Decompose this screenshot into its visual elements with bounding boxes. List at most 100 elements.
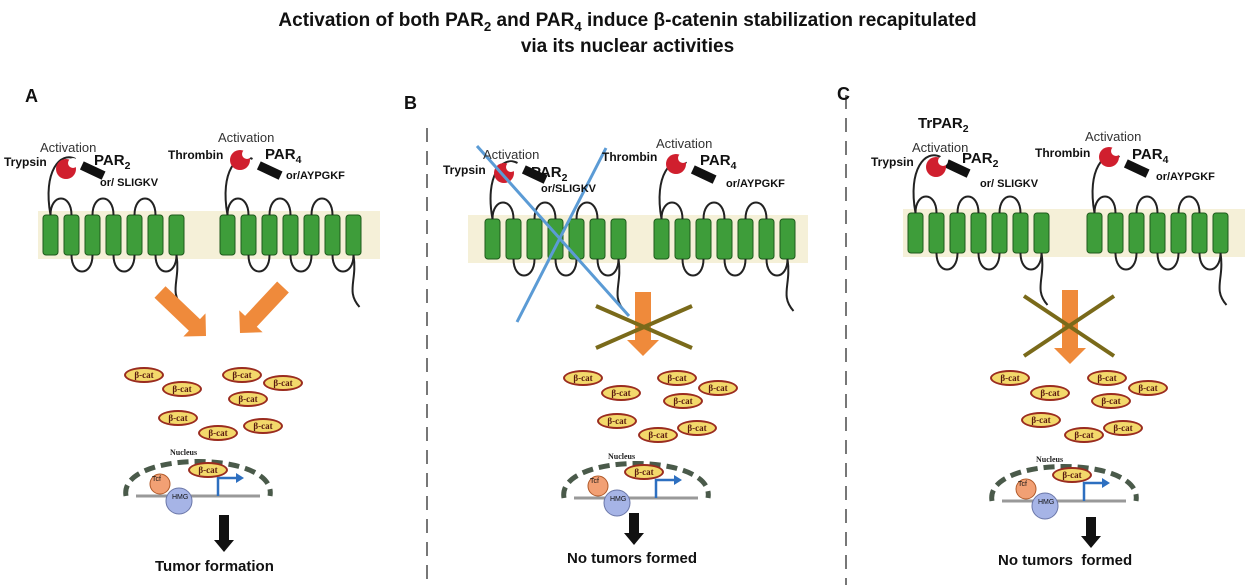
hmg-label: HMG [1038,499,1055,506]
tcf-label: Tcf [152,476,161,483]
nucleus-a-envelope [123,459,273,497]
nucleus-b-transcription-arrow [654,478,674,498]
par4-receptor-c-terminus [1218,252,1228,306]
trypsin-protease-icon-notch [938,156,948,166]
par2-receptor-n-terminus [912,154,941,214]
par2-receptor-helix [970,212,987,254]
par2-receptor-helix [589,218,606,260]
nucleus-c-hmg-domain [1031,492,1059,520]
panel-label: A [25,86,38,106]
par2-peptide-label: or/ SLIGKV [100,177,159,189]
par2-label-subscript: 2 [124,160,131,172]
par2-label-text: PAR [962,150,993,167]
nucleus-a-transcription-arrow [216,476,236,496]
nucleus-a-tcf [149,473,171,495]
par2-receptor-loops [49,197,178,273]
par2-receptor-tethered-ligand [79,161,106,180]
beta-catenin: β-cat [677,420,717,436]
beta-catenin: β-cat [597,413,637,429]
par4-receptor-loops [226,197,355,273]
nucleus-label: Nucleus [1036,455,1064,464]
beta-catenin: β-cat [124,367,164,383]
par4-receptor-helix [716,218,733,260]
par2-receptor-helix [126,214,143,256]
beta-catenin: β-cat [243,418,283,434]
par4-receptor-c-terminus [351,254,361,308]
par4-receptor-helix [779,218,796,260]
trypsin-label: Trypsin [871,155,914,169]
par4-receptor-helix [1212,212,1229,254]
hmg-label: HMG [172,494,189,501]
figure-title-line1: Activation of both PAR2 and PAR4 induce … [278,10,977,34]
beta-catenin: β-cat [1128,380,1168,396]
beta-catenin: β-cat [1087,370,1127,386]
nucleus-c-envelope [989,464,1139,502]
tcf-label: Tcf [1018,481,1027,488]
activation-label: Activation [912,140,969,155]
par2-receptor-helix [105,214,122,256]
par2-receptor-c-terminus [1039,252,1049,306]
beta-catenin: β-cat [1091,393,1131,409]
par2-receptor-helix [84,214,101,256]
beta-catenin: β-cat [698,380,738,396]
par4-label-subscript: 4 [295,154,302,166]
par4-receptor-tethered-ligand [690,165,717,184]
par2-receptor-helix [484,218,501,260]
par2-receptor-helix [42,214,59,256]
par4-receptor-c-terminus [785,258,795,312]
par4-receptor-tethered-ligand [256,161,283,180]
beta-catenin: β-cat [990,370,1030,386]
par4-label-text: PAR [1132,146,1163,163]
par4-receptor-helix [240,214,257,256]
par4-receptor-helix [324,214,341,256]
par4-receptor-tethered-ligand [1123,159,1150,178]
beta-catenin: β-cat [162,381,202,397]
par4-receptor-helix [737,218,754,260]
par4-label-subscript: 4 [1162,154,1169,166]
trypsin-protease-icon-notch [506,162,516,172]
inhibition-cross-line [515,147,608,323]
outcome-label: No tumors formed [998,552,1133,569]
figure-title-line2: via its nuclear activities [520,36,735,57]
par4-peptide-label: or/AYPGKF [286,170,345,182]
activation-arrow-down [627,292,659,356]
inhibition-cross-line [475,145,631,317]
par2-receptor-helix [610,218,627,260]
par4-receptor-helix [1191,212,1208,254]
trypsin-label: Trypsin [4,155,47,169]
beta-catenin: β-cat [222,367,262,383]
activation-label: Activation [40,140,97,155]
par2-label-text: PAR [531,164,562,181]
panel-label: B [404,93,417,113]
par4-receptor-helix [345,214,362,256]
par2-receptor-helix [907,212,924,254]
beta-catenin: β-cat [263,375,303,391]
thrombin-label: Thrombin [602,150,658,164]
par2-receptor-helix [949,212,966,254]
activation-arrow-right [239,281,289,334]
par4-label: PAR4 [1132,146,1168,166]
nucleus-b-tcf [587,475,609,497]
nucleus-c-tcf [1015,478,1037,500]
tcf-label: Tcf [590,478,599,485]
nucleus-b-transcription-arrowhead [674,475,682,485]
trpar2-subscript: 2 [962,123,969,135]
par4-receptor-helix [303,214,320,256]
nucleus-a-transcription-arrowhead [236,473,244,483]
par4-label: PAR4 [700,152,736,172]
beta-catenin: β-cat [638,427,678,443]
thrombin-label: Thrombin [1035,146,1091,160]
beta-catenin: β-cat [158,410,198,426]
blocked-cross-line [595,304,693,350]
par2-receptor-helix [1012,212,1029,254]
par4-receptor-helix [1128,212,1145,254]
par4-label-text: PAR [265,146,296,163]
beta-catenin: β-cat [663,393,703,409]
thrombin-label: Thrombin [168,148,224,162]
beta-catenin: β-cat [657,370,697,386]
par4-peptide-label: or/AYPGKF [726,178,785,190]
beta-catenin: β-cat [601,385,641,401]
par2-receptor-helix [63,214,80,256]
beta-catenin: β-cat [1064,427,1104,443]
par2-receptor-helix [991,212,1008,254]
